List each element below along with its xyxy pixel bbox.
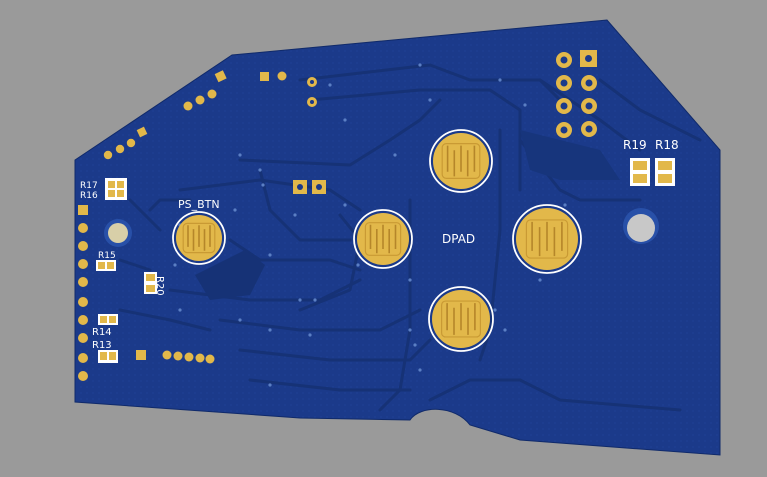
vias — [173, 63, 642, 387]
label-r18: R18 — [655, 138, 679, 152]
button-pad-dpad-left — [353, 209, 413, 269]
edge-pads-left — [78, 205, 88, 381]
label-r13: R13 — [92, 340, 112, 351]
copper-traces — [118, 63, 702, 412]
label-r15: R15 — [98, 251, 116, 261]
label-r17: R17 — [80, 181, 98, 191]
connector-pads — [103, 70, 326, 194]
resistor-footprints — [96, 158, 675, 363]
copper-pour — [195, 250, 265, 300]
pin-header — [556, 50, 597, 138]
button-pads — [172, 129, 582, 352]
label-ps-btn: PS_BTN — [178, 198, 220, 211]
mounting-hole — [627, 214, 655, 242]
label-r16: R16 — [80, 191, 98, 201]
copper-pour — [520, 130, 620, 180]
button-pad-ps — [172, 211, 226, 265]
label-r20: R20 — [154, 276, 165, 296]
button-pad-dpad-down — [428, 286, 494, 352]
button-pad-dpad-up — [429, 129, 493, 193]
mounting-hole — [108, 223, 128, 243]
button-pad-dpad-right — [512, 204, 582, 274]
label-dpad: DPAD — [442, 232, 475, 246]
label-r14: R14 — [92, 327, 112, 338]
label-r19: R19 — [623, 138, 647, 152]
bottom-pads — [136, 350, 215, 364]
silkscreen-labels: PS_BTN DPAD R19 R18 R17 R16 R15 R14 R13 … — [80, 138, 679, 351]
